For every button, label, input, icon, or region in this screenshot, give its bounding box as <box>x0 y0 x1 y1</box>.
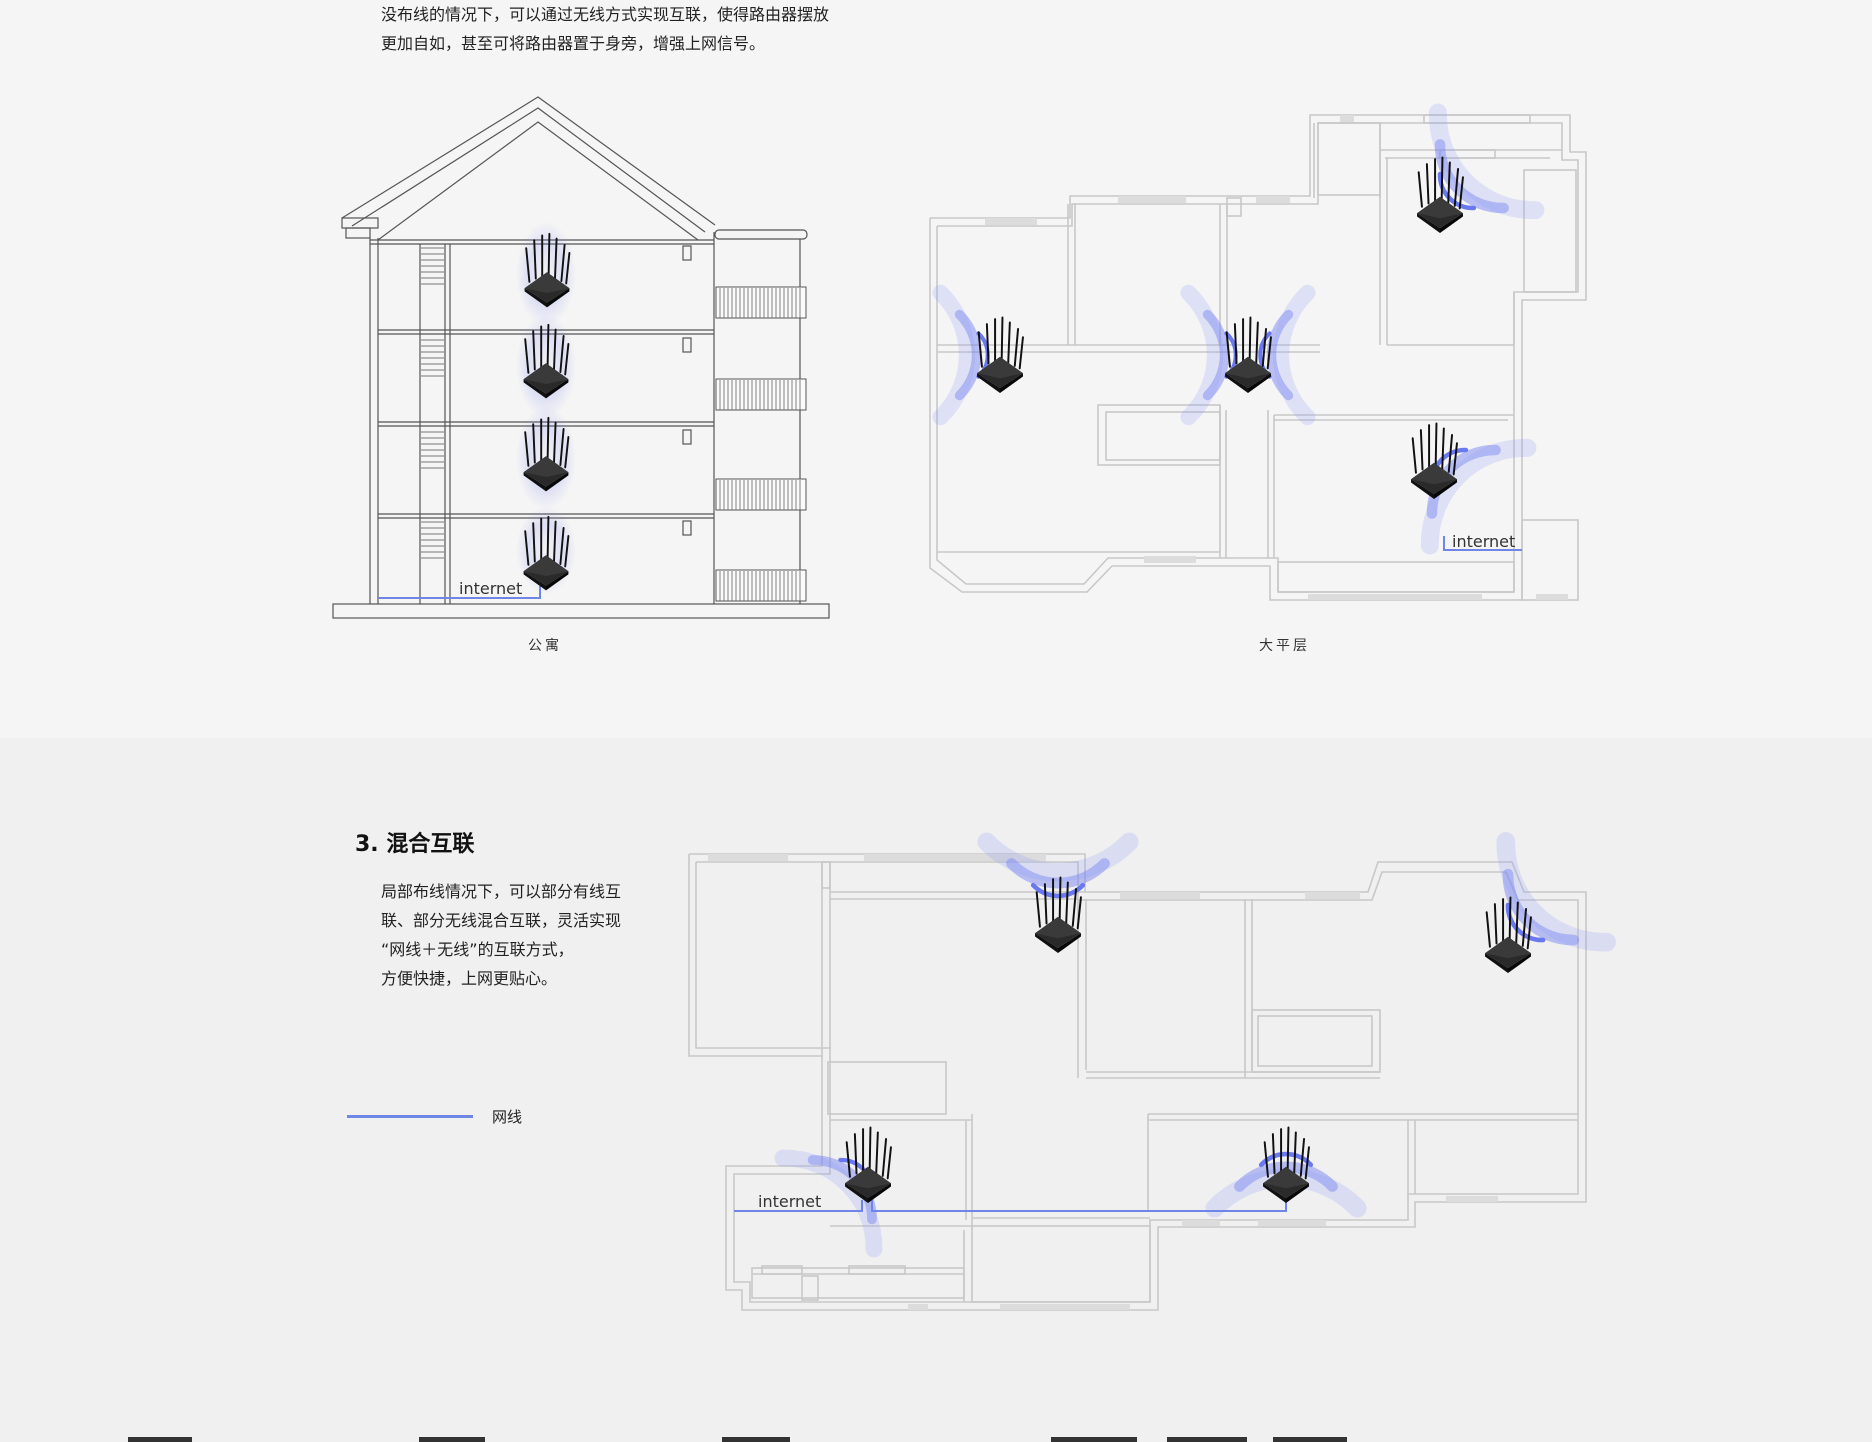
product-thumb-edge <box>722 1437 790 1442</box>
product-thumb-edge <box>1167 1437 1247 1442</box>
apartment-internet-label: internet <box>459 579 522 598</box>
flat-cable <box>1443 536 1522 551</box>
mixed-description: 局部布线情况下，可以部分有线互 联、部分无线混合互联，灵活实现 “网线＋无线”的… <box>381 877 621 993</box>
flat-floorplan <box>929 114 1587 601</box>
product-thumb-edge <box>419 1437 485 1442</box>
flat-internet-label: internet <box>1452 532 1515 551</box>
mixed-desc-line: 联、部分无线混合互联，灵活实现 <box>381 911 622 930</box>
mixed-internet-label: internet <box>758 1192 821 1211</box>
apartment-cable <box>378 586 541 599</box>
mixed-cable-left <box>734 1200 863 1212</box>
mixed-floorplan <box>688 853 1587 1311</box>
wireless-description: 没布线的情况下，可以通过无线方式实现互联，使得路由器摆放 更加自如，甚至可将路由… <box>381 0 829 58</box>
mixed-desc-line: 方便快捷，上网更贴心。 <box>381 969 558 988</box>
apartment-caption: 公寓 <box>528 638 562 654</box>
intro-line-2: 更加自如，甚至可将路由器置于身旁，增强上网信号。 <box>381 34 766 53</box>
next-section-edge <box>0 1437 1872 1442</box>
router-icon <box>976 316 1024 394</box>
mixed-cable-right <box>871 1200 1287 1212</box>
cable-legend-line <box>347 1115 473 1118</box>
flat-window-marks <box>985 115 1568 600</box>
stair-steps <box>421 247 444 559</box>
mixed-signal-waves <box>783 841 1607 1249</box>
product-thumb-edge <box>128 1437 192 1442</box>
product-thumb-edge <box>1051 1437 1137 1442</box>
intro-line-1: 没布线的情况下，可以通过无线方式实现互联，使得路由器摆放 <box>381 5 830 24</box>
mixed-desc-line: “网线＋无线”的互联方式， <box>381 940 574 959</box>
product-thumb-edge <box>1273 1437 1347 1442</box>
cable-legend-label: 网线 <box>492 1108 523 1126</box>
mixed-desc-line: 局部布线情况下，可以部分有线互 <box>381 882 622 901</box>
router-icon <box>1034 876 1082 954</box>
mixed-title: 3. 混合互联 <box>355 832 475 857</box>
flat-caption: 大平层 <box>1259 638 1310 654</box>
balcony-railings <box>715 286 807 602</box>
mixed-window-marks <box>708 854 1498 1310</box>
router-icon <box>1224 316 1272 394</box>
apartment-building-drawing <box>332 96 830 619</box>
